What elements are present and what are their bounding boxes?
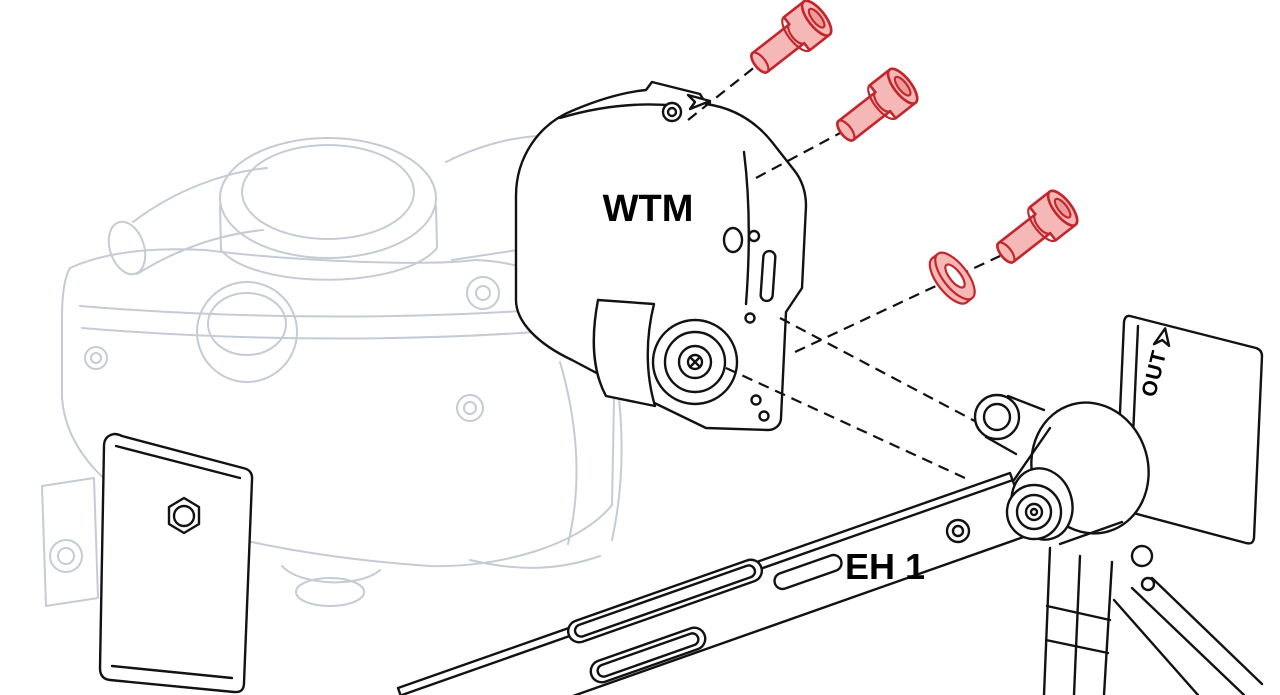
guide-mount-upper [779, 317, 989, 429]
mount-panel [98, 432, 254, 694]
valve-housing [1114, 314, 1264, 545]
washer [928, 251, 976, 305]
guide-bolt-2 [755, 131, 843, 179]
eh-screw [945, 518, 971, 544]
guide-bolt-3 [794, 255, 1001, 353]
mounting-bolt-2 [827, 63, 924, 152]
wtm-slot [759, 249, 777, 303]
port-flange [592, 298, 657, 408]
valve-assembly: OUT [973, 314, 1264, 695]
wtm-face-crease [742, 150, 750, 306]
eh-bracket: EH 1 [396, 471, 1034, 695]
wtm-label: WTM [603, 188, 694, 230]
mounting-bolt-3 [987, 185, 1084, 274]
dome-outer [219, 137, 437, 259]
guide-mount-lower [725, 367, 966, 479]
highlighted-fasteners [741, 0, 1084, 305]
wtm-module: WTM [514, 80, 808, 432]
tab-hole [661, 101, 683, 123]
flow-arrow-icon [686, 93, 712, 111]
out-arrow-icon [1152, 327, 1171, 348]
eh-slot-mid [589, 626, 707, 684]
pipe-end [107, 220, 147, 276]
guide-bolt-1 [687, 65, 757, 121]
boss-inner [207, 292, 287, 356]
dome-inner [241, 144, 415, 240]
eh-slot-small [773, 553, 843, 591]
boss-outer [196, 281, 298, 383]
mounting-bolt-1 [741, 0, 838, 84]
eh1-label: EH 1 [845, 546, 925, 587]
mount-panel-face [98, 432, 254, 694]
eh-slot-long [566, 558, 764, 644]
screw-hole-oval [722, 226, 744, 254]
